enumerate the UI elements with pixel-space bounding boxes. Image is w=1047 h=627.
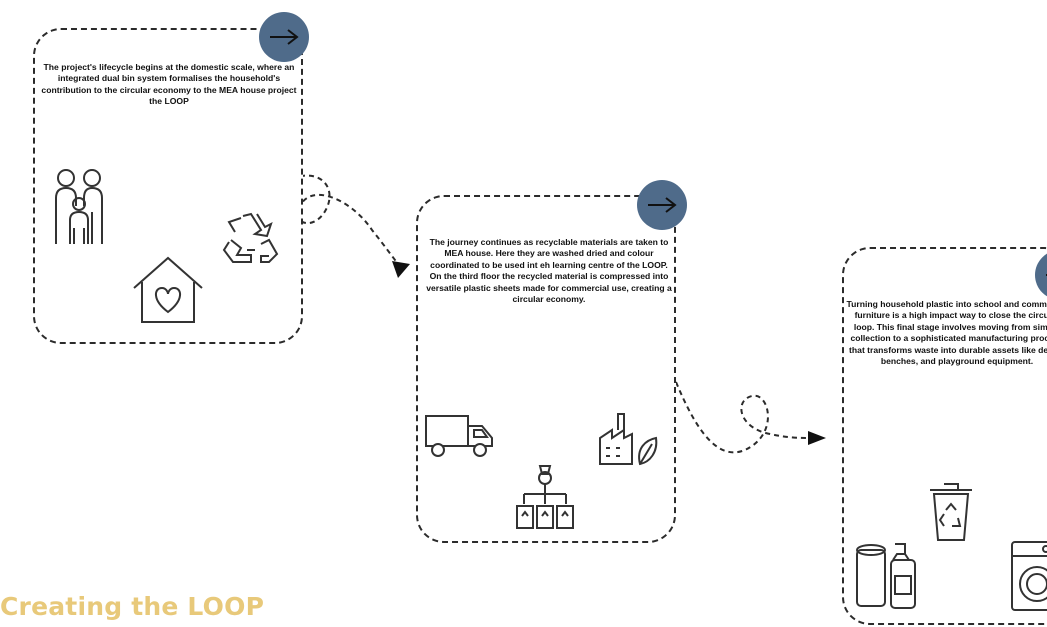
recycle-bin-icon — [930, 483, 972, 541]
sorting-bins-icon — [516, 465, 574, 529]
step-1-badge[interactable] — [259, 12, 309, 62]
delivery-truck-icon — [425, 415, 493, 457]
step-3-text: Turning household plastic into school an… — [846, 299, 1047, 367]
house-heart-icon — [133, 256, 203, 323]
cleaning-bottles-icon — [856, 543, 916, 609]
arrow-right-icon — [270, 29, 299, 45]
step-2-text: The journey continues as recyclable mate… — [426, 237, 672, 305]
connector-1-arrowhead — [392, 261, 410, 278]
step-2-badge[interactable] — [637, 180, 687, 230]
arrow-right-icon — [648, 197, 677, 213]
washing-machine-icon — [1011, 541, 1047, 611]
connector-2 — [675, 381, 811, 454]
eco-factory-icon — [599, 413, 658, 466]
connector-2-arrowhead — [808, 431, 826, 445]
step-3-badge[interactable] — [1035, 250, 1047, 300]
section-title: Creating the LOOP — [0, 592, 265, 621]
recycle-icon — [222, 212, 279, 263]
step-1-text: The project's lifecycle begins at the do… — [41, 62, 297, 107]
family-icon — [55, 169, 103, 244]
